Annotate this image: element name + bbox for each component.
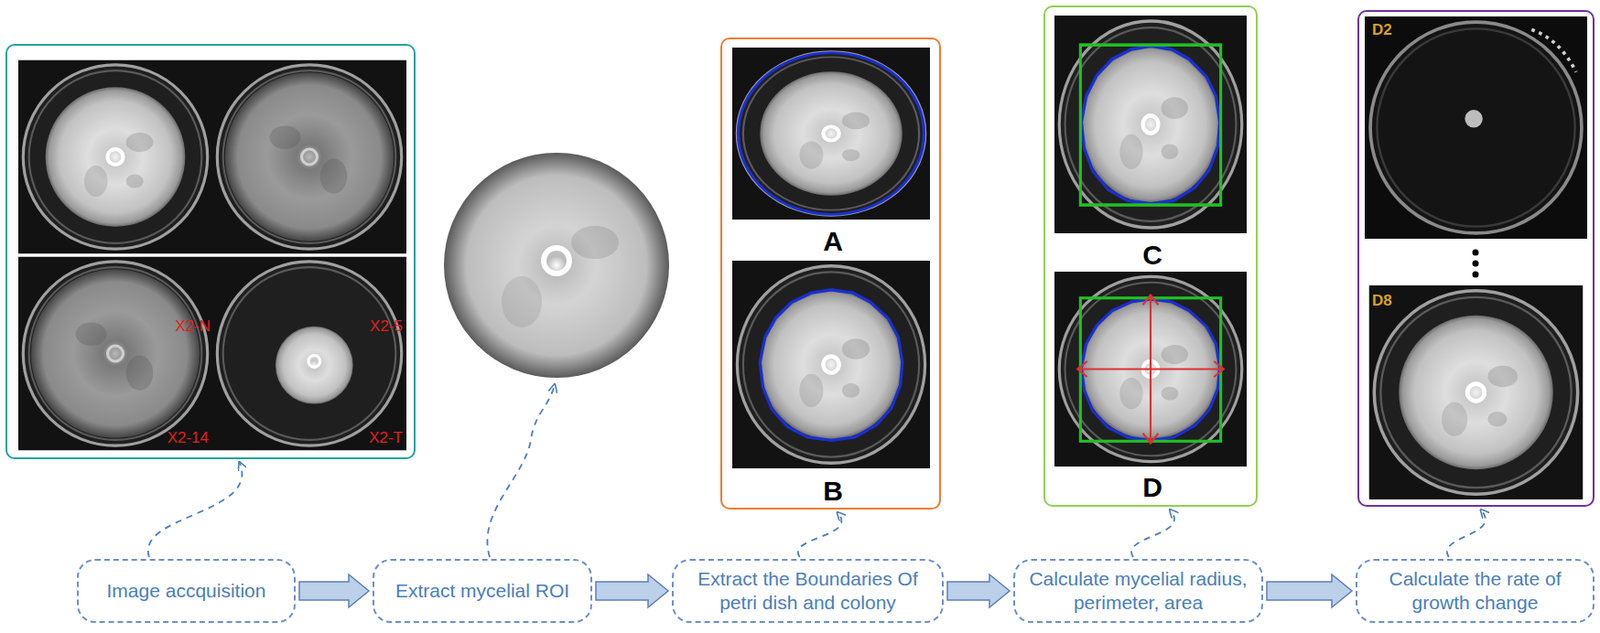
growth-panel: D2D8 <box>1357 10 1595 508</box>
image-label: D8 <box>1372 292 1409 311</box>
image-label: X2-5 <box>351 318 403 336</box>
panel-letter: B <box>805 475 861 507</box>
step-label: Calculate the rate of growth change <box>1366 567 1584 615</box>
leader-arrow <box>148 462 243 558</box>
step-label: Image accquisition <box>107 579 267 604</box>
leader-arrow <box>1447 509 1486 558</box>
image-label: X2-14 <box>150 430 209 448</box>
leader-arrow <box>798 512 843 558</box>
leader-arrow <box>1131 509 1175 558</box>
process-box: Calculate the rate of growth change <box>1355 559 1595 624</box>
image-label: X2-N <box>159 318 211 336</box>
step-label: Extract the Boundaries Of petri dish and… <box>682 567 933 615</box>
step-label: Extract mycelial ROI <box>395 579 570 604</box>
panel-letter: C <box>1124 239 1180 271</box>
process-box: Image accquisition <box>76 559 296 624</box>
flow-arrow <box>1266 574 1352 608</box>
process-box: Extract the Boundaries Of petri dish and… <box>671 559 944 624</box>
image-label: X2-T <box>351 430 403 448</box>
boundary-panel: AB <box>720 37 941 510</box>
flow-arrow <box>299 574 369 608</box>
flow-arrow <box>947 574 1010 608</box>
flow-arrow <box>595 574 669 608</box>
image-label: D2 <box>1372 21 1409 40</box>
process-box: Extract mycelial ROI <box>372 559 593 624</box>
panel-letter: A <box>805 226 861 257</box>
step-label: Calculate mycelial radius, perimeter, ar… <box>1024 567 1253 615</box>
process-box: Calculate mycelial radius, perimeter, ar… <box>1013 559 1264 624</box>
measure-panel: CD <box>1043 5 1258 508</box>
panel-letter: D <box>1124 472 1180 503</box>
image-panel: X2-N X2-5X2-14 X2-T <box>5 43 416 460</box>
